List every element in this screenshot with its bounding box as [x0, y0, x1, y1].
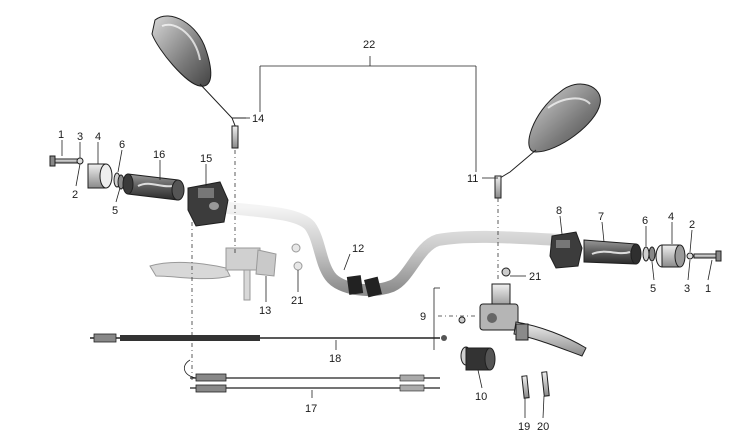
throttle-collar [460, 346, 496, 371]
cable-17 [183, 359, 440, 393]
callout-2-left: 2 [72, 189, 78, 201]
callout-1-left: 1 [58, 129, 64, 141]
left-grip-assembly [49, 155, 229, 227]
callout-15: 15 [200, 153, 212, 165]
callout-3-right: 3 [684, 283, 690, 295]
callout-11: 11 [467, 173, 478, 185]
callout-17: 17 [305, 403, 317, 415]
callout-4-left: 4 [95, 131, 101, 143]
callout-12: 12 [352, 243, 364, 255]
callout-18: 18 [329, 353, 341, 365]
callout-9: 9 [420, 311, 426, 323]
callout-2-right: 2 [689, 219, 695, 231]
callout-14: 14 [252, 113, 264, 125]
callout-6-right: 6 [642, 215, 648, 227]
cable-18 [90, 333, 447, 343]
callout-1-right: 1 [705, 283, 711, 295]
right-mirror [494, 83, 601, 199]
callout-20: 20 [537, 421, 549, 433]
callout-7: 7 [598, 211, 604, 223]
handlebar [222, 202, 566, 298]
callout-21-right: 21 [529, 271, 541, 283]
callout-22: 22 [363, 39, 375, 51]
left-lever-assembly [149, 243, 303, 301]
callout-10: 10 [475, 391, 487, 403]
callout-5-left: 5 [112, 205, 118, 217]
alignment-lines [191, 150, 499, 380]
right-lever-assembly [458, 267, 587, 357]
left-mirror [151, 15, 246, 149]
callout-19: 19 [518, 421, 530, 433]
callout-5-right: 5 [650, 283, 656, 295]
callout-16: 16 [153, 149, 165, 161]
callout-labels: 1 3 4 2 6 5 16 15 14 22 11 12 13 21 8 7 … [58, 39, 711, 433]
callout-6-left: 6 [119, 139, 125, 151]
callout-13: 13 [259, 305, 271, 317]
callout-4-right: 4 [668, 211, 674, 223]
leader-lines [61, 56, 713, 419]
callout-8: 8 [556, 205, 562, 217]
callout-21-left: 21 [291, 295, 303, 307]
pins-19-20 [521, 371, 550, 399]
callout-3-left: 3 [77, 131, 83, 143]
right-grip-assembly [549, 231, 722, 269]
